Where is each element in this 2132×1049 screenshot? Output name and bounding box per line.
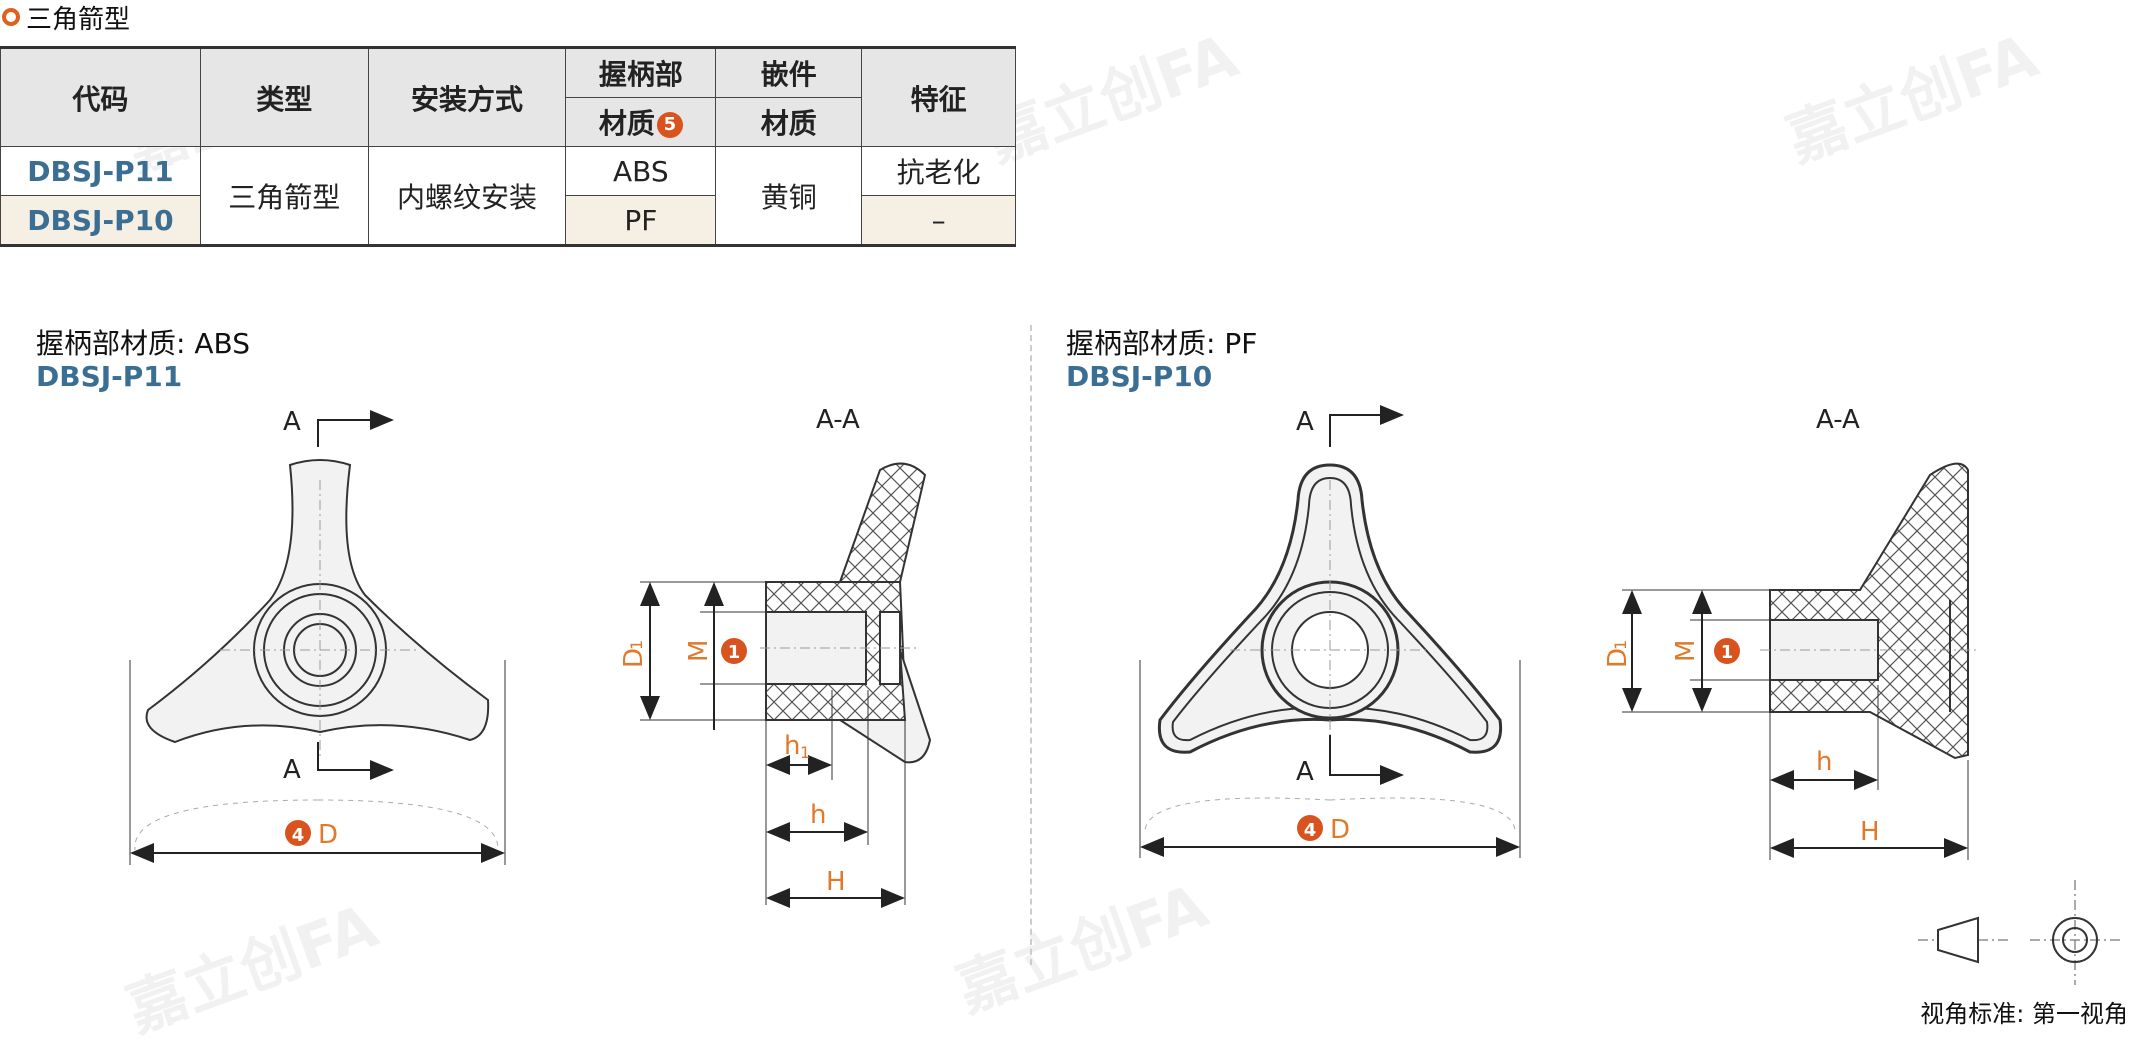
right-dim-m-badge: 1	[1721, 642, 1734, 663]
technical-drawing: A A 4 D A-A D 1 M 1 h 1 h	[129, 405, 2120, 985]
right-material-label: 握柄部材质: PF	[1066, 327, 1258, 360]
right-section-aa: A-A	[1816, 405, 1860, 435]
left-section-a-top: A	[283, 407, 301, 437]
divider	[1030, 325, 1032, 965]
right-section-view: A-A D 1 M 1 h H	[1603, 405, 1980, 860]
left-section-aa: A-A	[816, 405, 860, 435]
left-front-view: A A 4 D	[129, 407, 506, 865]
right-dim-d1: D	[1603, 648, 1633, 668]
row-install: 内螺纹安装	[367, 146, 567, 246]
right-section-a-bottom: A	[1296, 757, 1314, 787]
right-dim-d: D	[1330, 815, 1350, 845]
right-section-a-top: A	[1296, 407, 1314, 437]
right-dim-h: h	[1816, 747, 1832, 777]
left-code-label: DBSJ-P11	[36, 360, 183, 393]
d-badge-icon	[1297, 815, 1323, 841]
d-badge-icon	[285, 820, 311, 846]
m-badge-icon	[721, 638, 747, 664]
left-dim-m: M	[684, 640, 714, 662]
row-code: DBSJ-P10	[0, 195, 201, 246]
row-code: DBSJ-P11	[0, 146, 201, 196]
section-title: 三角箭型	[0, 0, 131, 35]
left-dim-h1: h	[784, 731, 800, 761]
row-feature: 抗老化	[861, 146, 1016, 196]
right-front-view: A A 4 D	[1139, 405, 1521, 858]
left-section-view: A-A D 1 M 1 h 1 h H	[619, 405, 932, 908]
header-grip-top: 握柄部	[565, 47, 717, 98]
row-grip: PF	[565, 195, 717, 246]
ring-icon	[2, 8, 20, 26]
dim-d-badge: 4	[292, 825, 305, 846]
header-feature: 特征	[861, 47, 1016, 147]
page-title: 三角箭型	[26, 4, 131, 35]
header-type: 类型	[199, 47, 369, 147]
header-insert-top: 嵌件	[715, 47, 863, 98]
left-dim-h1-sub: 1	[800, 743, 810, 762]
left-material-label: 握柄部材质: ABS	[36, 327, 250, 360]
left-dim-d: D	[318, 820, 338, 850]
left-dim-h: h	[810, 800, 826, 830]
left-dim-d1: D	[619, 648, 649, 668]
right-code-label: DBSJ-P10	[1066, 360, 1213, 393]
row-grip: ABS	[565, 146, 717, 196]
material-badge: 5	[656, 112, 683, 138]
m-badge-icon	[1714, 638, 1740, 664]
right-dim-d1-sub: 1	[1611, 640, 1630, 650]
left-dim-H: H	[826, 867, 846, 897]
row-insert: 黄铜	[715, 146, 863, 246]
right-dim-d-badge: 4	[1304, 820, 1317, 841]
projection-symbol-icon	[1918, 880, 2120, 985]
header-install: 安装方式	[367, 47, 567, 147]
left-dim-d1-sub: 1	[627, 640, 646, 650]
header-code: 代码	[0, 47, 201, 147]
row-feature: –	[861, 195, 1016, 246]
right-dim-m: M	[1671, 640, 1701, 662]
header-insert-bottom: 材质	[715, 97, 863, 147]
right-dim-H: H	[1860, 817, 1880, 847]
row-type: 三角箭型	[199, 146, 369, 246]
left-dim-m-badge: 1	[728, 642, 741, 663]
view-standard-label: 视角标准: 第一视角	[1920, 1000, 2128, 1028]
left-section-a-bottom: A	[283, 755, 301, 785]
